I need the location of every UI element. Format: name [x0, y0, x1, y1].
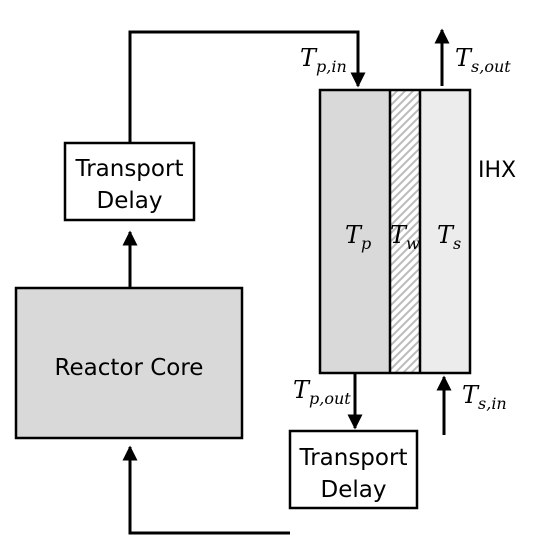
temp-primary-out: Tp,out: [293, 376, 351, 408]
transport-delay-top-line1: Transport: [75, 156, 184, 182]
transport-delay-top-box: [63, 141, 196, 222]
temp-secondary-in: Ts,in: [462, 381, 507, 413]
flow-delay-to-reactor: [122, 445, 290, 535]
ihx-secondary-channel: [420, 90, 470, 373]
temp-primary: Tp: [345, 221, 371, 253]
ihx-outline: [318, 88, 472, 375]
reactor-core-label: Reactor Core: [55, 355, 204, 381]
temp-secondary: Ts: [437, 221, 461, 253]
flow-delay-to-ihx: [128, 30, 366, 143]
ihx-primary-channel: [320, 90, 390, 373]
temp-secondary-out: Ts,out: [455, 44, 511, 76]
transport-delay-bottom-line2: Delay: [321, 477, 387, 503]
ihx-exchanger: [318, 88, 472, 375]
ihx-wall: [390, 90, 420, 373]
temp-primary-in: Tp,in: [300, 44, 347, 76]
temp-wall: Tw: [390, 221, 420, 253]
transport-delay-top-line2: Delay: [97, 188, 163, 214]
ihx-label: IHX: [478, 158, 516, 183]
transport-delay-bottom-line1: Transport: [299, 445, 408, 471]
transport-delay-bottom-box: [288, 429, 419, 510]
reactor-core-box: [14, 286, 244, 440]
